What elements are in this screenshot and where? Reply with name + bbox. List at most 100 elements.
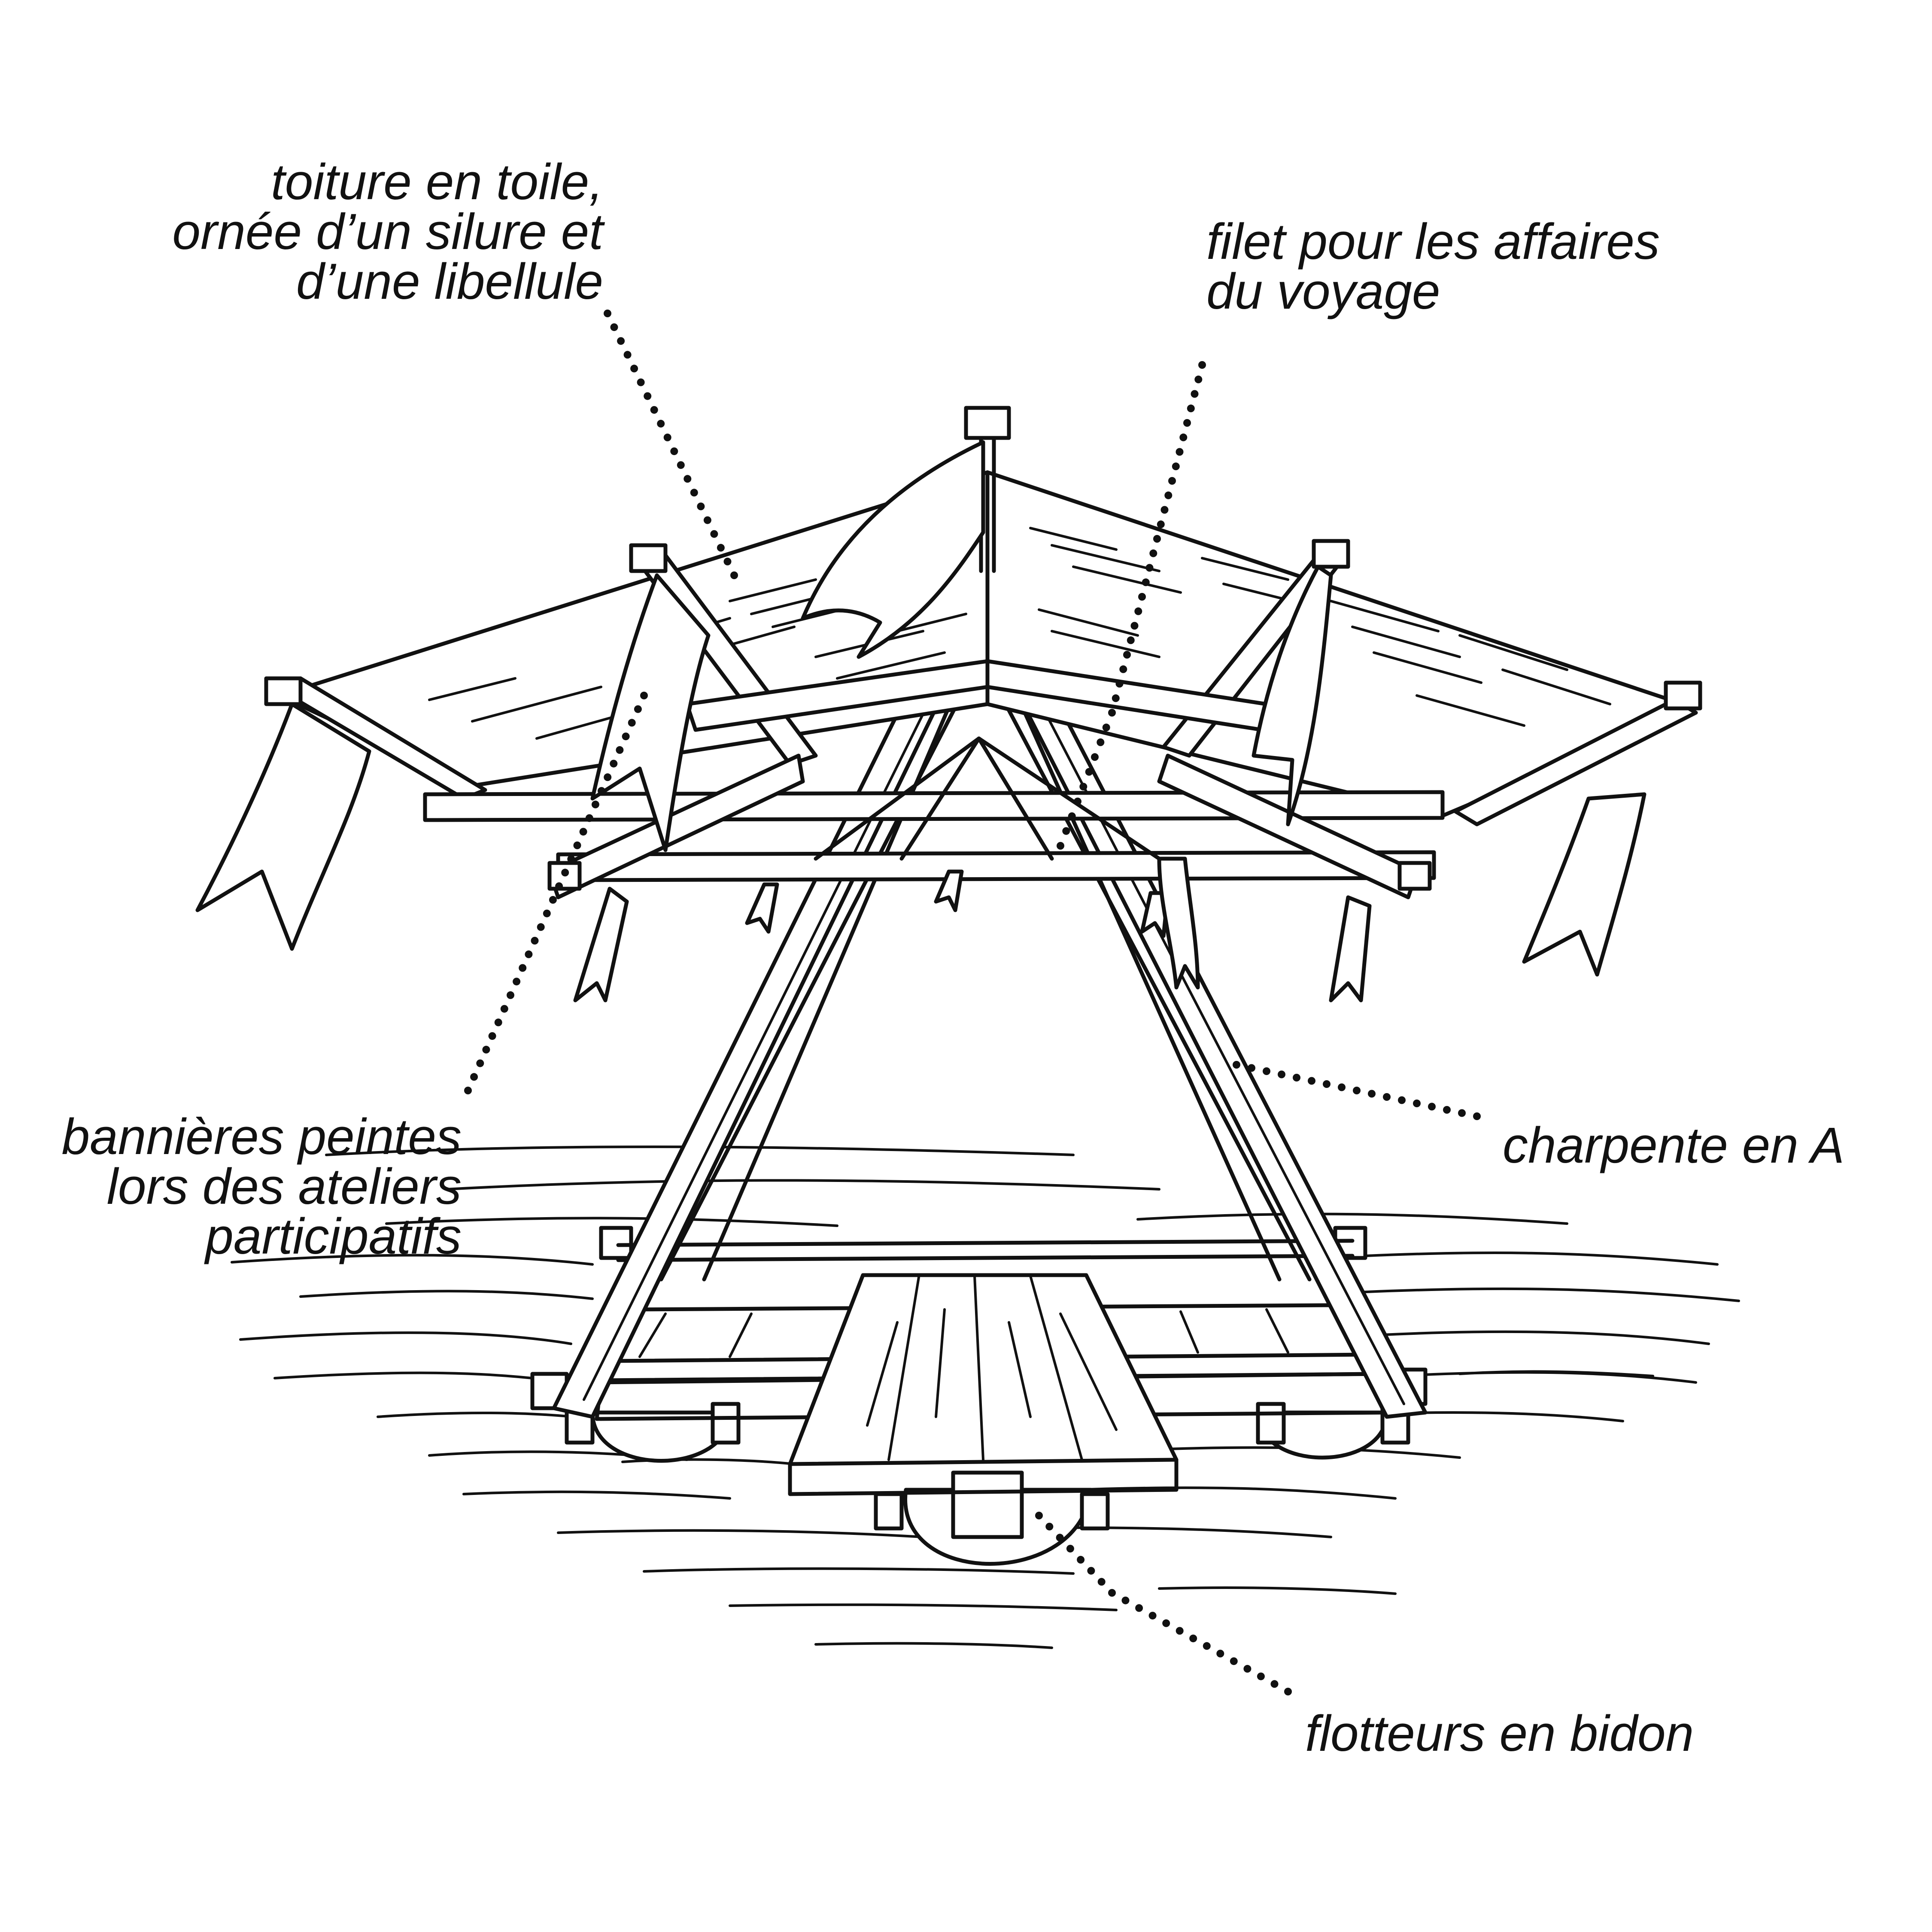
leader-dot — [1108, 1589, 1116, 1597]
leader-dot — [683, 475, 692, 483]
label-floats: flotteurs en bidon — [1305, 1708, 1694, 1759]
leader-dot — [482, 1045, 490, 1054]
leader-dot — [1270, 1680, 1279, 1688]
label-banners-line-3: participatifs — [205, 1208, 462, 1265]
leader-dot — [1293, 1074, 1300, 1081]
leader-dot — [1130, 622, 1139, 630]
leader-dot — [1413, 1100, 1421, 1107]
leader-dot — [555, 882, 563, 890]
leader-dot — [1284, 1688, 1292, 1695]
leader-dot — [690, 489, 698, 497]
leader-dot — [1383, 1093, 1391, 1101]
leader-dot — [1112, 694, 1120, 702]
leader-dot — [1102, 723, 1110, 732]
leader-dot — [525, 950, 533, 958]
leader-dot — [677, 461, 685, 469]
leader-dot — [1160, 506, 1169, 514]
leader-dot — [1428, 1103, 1436, 1111]
leader-dot — [1263, 1067, 1270, 1075]
leader-dot — [1248, 1064, 1255, 1072]
leader-floats — [1035, 1512, 1292, 1695]
leader-dot — [1183, 419, 1191, 427]
leader-dot — [1068, 812, 1076, 820]
leader-dot — [1079, 783, 1088, 791]
leader-dot — [537, 923, 545, 931]
leader-dot — [1077, 1555, 1085, 1564]
label-net-line-1: filet pour les affaires — [1206, 213, 1660, 270]
barrel-floats — [565, 1402, 1410, 1566]
leader-dot — [531, 937, 539, 945]
leader-dot — [1233, 1061, 1240, 1069]
leader-dot — [1123, 651, 1131, 659]
leader-dot — [567, 855, 575, 863]
leader-dot — [640, 692, 648, 699]
leader-dot — [1179, 433, 1188, 441]
water-ripples — [231, 1145, 1740, 1649]
leader-dot — [1035, 1512, 1043, 1519]
leader-dot — [1323, 1080, 1331, 1088]
leader-dot — [1138, 593, 1146, 601]
leader-dot — [507, 991, 514, 999]
leader-dot — [1194, 375, 1203, 383]
leader-dot — [610, 323, 618, 331]
leader-frame — [1233, 1061, 1481, 1120]
float-center-cap — [951, 1470, 1024, 1539]
leader-dot — [1189, 1634, 1197, 1643]
leader-dot — [1087, 1567, 1095, 1575]
leader-dot — [604, 310, 611, 317]
leader-dot — [1108, 709, 1116, 717]
leader-dot — [1198, 361, 1206, 369]
leader-dot — [1230, 1657, 1238, 1665]
leader-dot — [703, 516, 711, 524]
top-flag — [801, 440, 985, 659]
leader-dot — [1187, 404, 1195, 413]
leader-dot — [579, 828, 587, 836]
mast-cap — [964, 406, 1011, 440]
leader-dot — [730, 571, 738, 579]
leader-dot — [622, 732, 630, 741]
leader-dot — [500, 1005, 508, 1013]
leader-dot — [1142, 578, 1150, 586]
leader-dot — [598, 787, 605, 795]
banner-far-right — [1522, 792, 1646, 977]
leader-dot — [1097, 1578, 1106, 1586]
leader-dot — [1135, 1604, 1143, 1612]
leader-dot — [1368, 1090, 1376, 1098]
leader-dot — [1149, 549, 1157, 557]
leader-dot — [1164, 491, 1173, 499]
leader-dot — [617, 337, 625, 345]
label-banners-line-2: lors des ateliers — [106, 1158, 462, 1215]
leader-dot — [1353, 1087, 1361, 1094]
leader-dot — [1153, 535, 1161, 543]
leader-dot — [1443, 1106, 1451, 1114]
leader-dot — [1145, 564, 1154, 572]
leader-dot — [543, 909, 551, 917]
leader-dot — [1216, 1649, 1224, 1658]
leader-dot — [1458, 1109, 1466, 1117]
leader-dot — [1057, 842, 1064, 850]
leader-dot — [1308, 1077, 1315, 1085]
leader-dot — [630, 365, 638, 373]
leader-dot — [650, 406, 658, 414]
canvas-roof — [264, 470, 1702, 899]
leader-net — [1057, 361, 1206, 850]
label-roof-line-1: toiture en toile, — [270, 154, 603, 210]
leader-dot — [476, 1059, 484, 1067]
label-roof: toiture en toile, ornée d’un silure et d… — [172, 157, 603, 307]
leader-dot — [1257, 1672, 1265, 1680]
leader-dot — [604, 773, 612, 781]
leader-dot — [1127, 636, 1135, 644]
leader-dot — [1176, 1627, 1184, 1635]
leader-dot — [723, 557, 732, 565]
leader-dot — [1157, 520, 1165, 529]
leader-dot — [1091, 753, 1099, 761]
leader-dot — [1085, 768, 1093, 776]
leader-dot — [1278, 1070, 1285, 1078]
leader-dot — [1398, 1096, 1406, 1104]
leader-dot — [710, 530, 718, 538]
leader-dot — [1162, 1619, 1170, 1627]
leader-dot — [623, 351, 632, 359]
banner-left — [590, 573, 711, 852]
